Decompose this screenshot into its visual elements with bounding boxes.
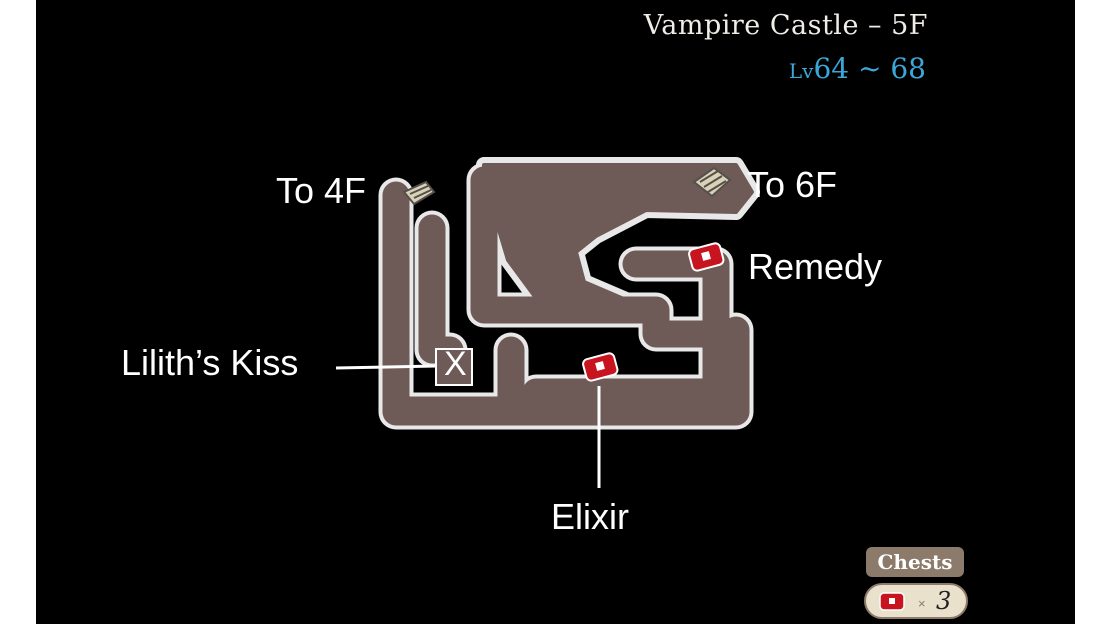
chests-multiplier: × xyxy=(918,596,926,611)
treasure-chest-icon xyxy=(879,592,905,611)
location-title: Vampire Castle – 5F xyxy=(643,10,928,41)
liliths-kiss-marker-box[interactable] xyxy=(435,348,473,386)
label-to-6f: To 6F xyxy=(747,164,838,205)
chests-count: 3 xyxy=(936,587,952,615)
label-remedy: Remedy xyxy=(748,246,883,287)
stairs-icon-to-4f[interactable] xyxy=(402,180,436,206)
level-range: Lv64 ~ 68 xyxy=(789,52,926,85)
label-liliths-kiss: Lilith’s Kiss xyxy=(121,342,299,383)
dungeon-map xyxy=(335,157,760,488)
dungeon-map-screen: Vampire Castle – 5F Lv64 ~ 68 To 4F To 6… xyxy=(36,0,1075,624)
level-prefix: Lv xyxy=(788,59,814,83)
treasure-chest-icon-remedy[interactable] xyxy=(688,242,725,272)
chests-header: Chests xyxy=(866,547,964,577)
chests-counter: × 3 xyxy=(864,583,968,619)
liliths-kiss-x-mark: X xyxy=(444,345,467,383)
treasure-chest-icon-elixir[interactable] xyxy=(582,352,619,382)
map-upper-hall-floor xyxy=(482,163,754,302)
stairs-icon-to-6f[interactable] xyxy=(692,166,732,198)
liliths-kiss-pointer-line xyxy=(335,364,437,370)
label-elixir: Elixir xyxy=(551,496,629,537)
label-to-4f: To 4F xyxy=(276,170,367,211)
level-range-value: 64 ~ 68 xyxy=(813,52,926,85)
